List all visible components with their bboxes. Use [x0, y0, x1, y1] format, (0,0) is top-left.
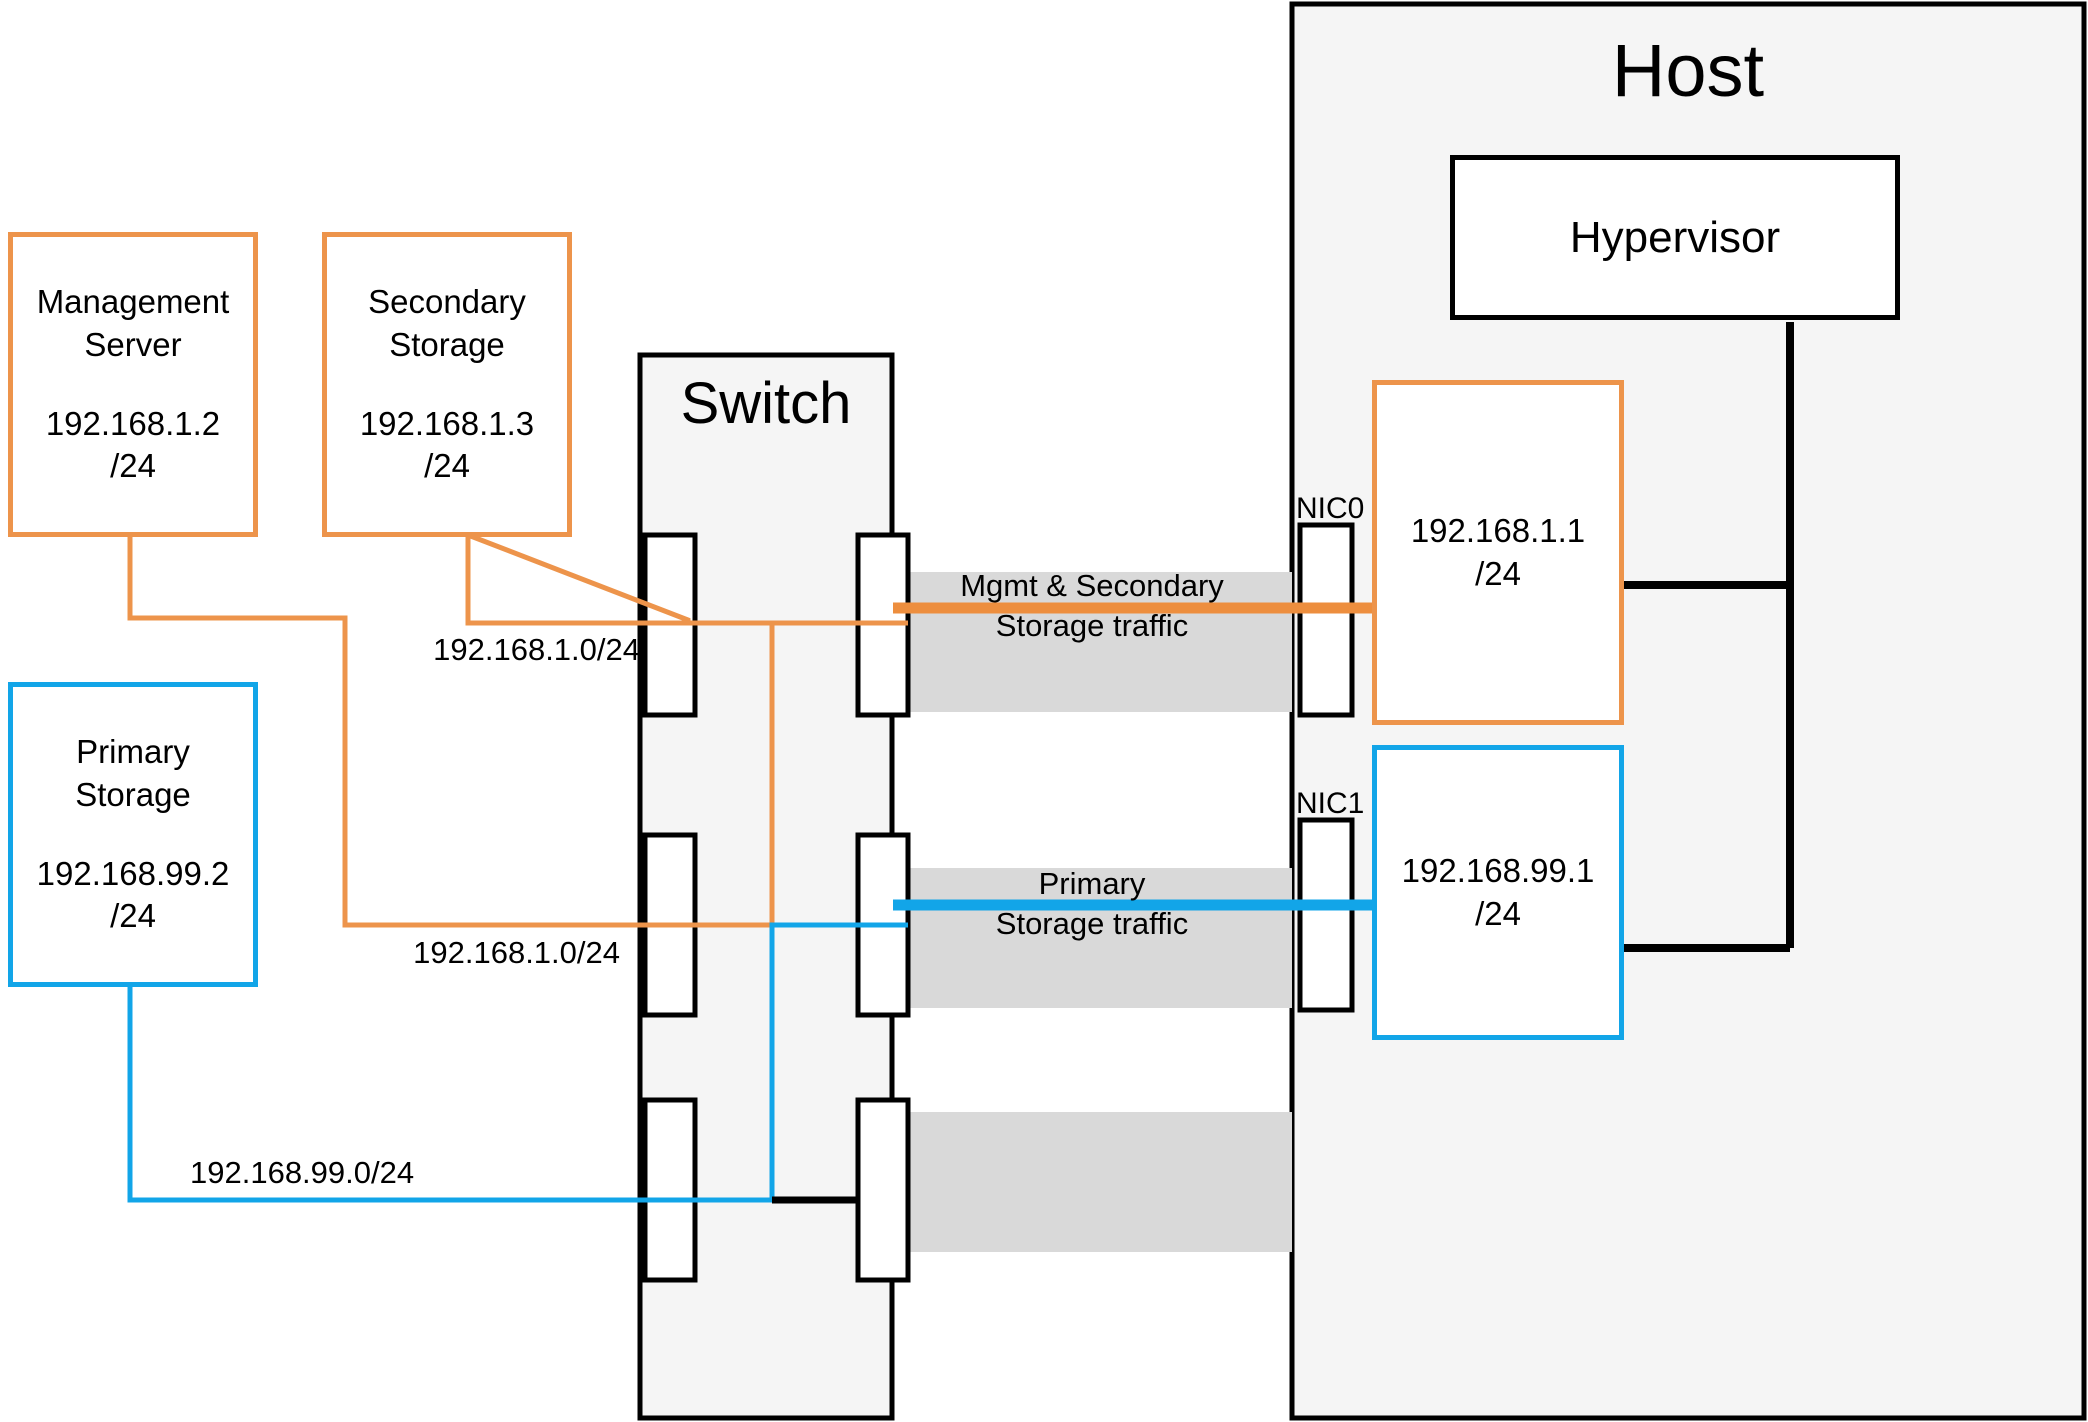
subnet-label-mgmt-top: 192.168.1.0/24: [433, 632, 640, 667]
secondary-storage-ip: 192.168.1.3: [359, 404, 535, 442]
secondary-storage-name-line1: Secondary: [368, 282, 526, 320]
nic1-ip-mask: /24: [1475, 894, 1521, 932]
secondary-storage-link-path: [465, 535, 645, 626]
subnet-label-mgmt-bottom: 192.168.1.0/24: [413, 935, 620, 970]
primary-band-line1: Primary: [1038, 866, 1146, 901]
host-nic0-port: [1297, 522, 1355, 718]
nic0-ip-mask: /24: [1475, 554, 1521, 592]
band-primary: [892, 868, 1292, 1008]
primary-storage-mask: /24: [110, 897, 156, 935]
hypervisor-box[interactable]: Hypervisor: [1450, 155, 1900, 320]
host-nic1-port: [1297, 817, 1355, 1013]
nic0-label: NIC0: [1296, 492, 1365, 525]
nic1-label: NIC1: [1296, 787, 1365, 820]
hypervisor-label: Hypervisor: [1569, 212, 1781, 262]
primary-storage-ip: 192.168.99.2: [36, 854, 230, 892]
mgmt-secondary-band-line2: Storage traffic: [995, 608, 1189, 643]
subnet-label-primary: 192.168.99.0/24: [190, 1155, 415, 1190]
management-server-name-line2: Server: [84, 325, 182, 363]
primary-storage-link: [127, 985, 645, 1203]
switch-blue-riser: [645, 922, 908, 1203]
management-server-mask: /24: [110, 447, 156, 485]
band-mgmt-secondary: [892, 572, 1292, 712]
secondary-storage-name-line2: Storage: [389, 325, 505, 363]
nic1-ip-address: 192.168.99.1: [1401, 851, 1595, 889]
management-server-name-line1: Management: [36, 282, 230, 320]
secondary-storage-mask: /24: [424, 447, 470, 485]
primary-storage-name-line2: Storage: [75, 775, 191, 813]
switch-title: Switch: [680, 371, 852, 436]
switch-left-port-3: [642, 1097, 698, 1283]
nic1-ip-box[interactable]: 192.168.99.1 /24: [1372, 745, 1624, 1040]
primary-band-line2: Storage traffic: [995, 906, 1189, 941]
primary-storage-box[interactable]: Primary Storage 192.168.99.2 /24: [8, 682, 258, 987]
secondary-storage-box[interactable]: Secondary Storage 192.168.1.3 /24: [322, 232, 572, 537]
nic0-ip-address: 192.168.1.1: [1410, 511, 1586, 549]
band-third: [892, 1112, 1292, 1252]
management-server-box[interactable]: Management Server 192.168.1.2 /24: [8, 232, 258, 537]
host-title: Host: [1611, 29, 1765, 112]
mgmt-secondary-band-line1: Mgmt & Secondary: [960, 568, 1224, 603]
management-server-ip: 192.168.1.2: [45, 404, 221, 442]
primary-storage-name-line1: Primary: [76, 732, 190, 770]
mgmt-server-link: [127, 535, 645, 928]
switch-right-port-3: [855, 1097, 911, 1283]
nic0-ip-box[interactable]: 192.168.1.1 /24: [1372, 380, 1624, 725]
